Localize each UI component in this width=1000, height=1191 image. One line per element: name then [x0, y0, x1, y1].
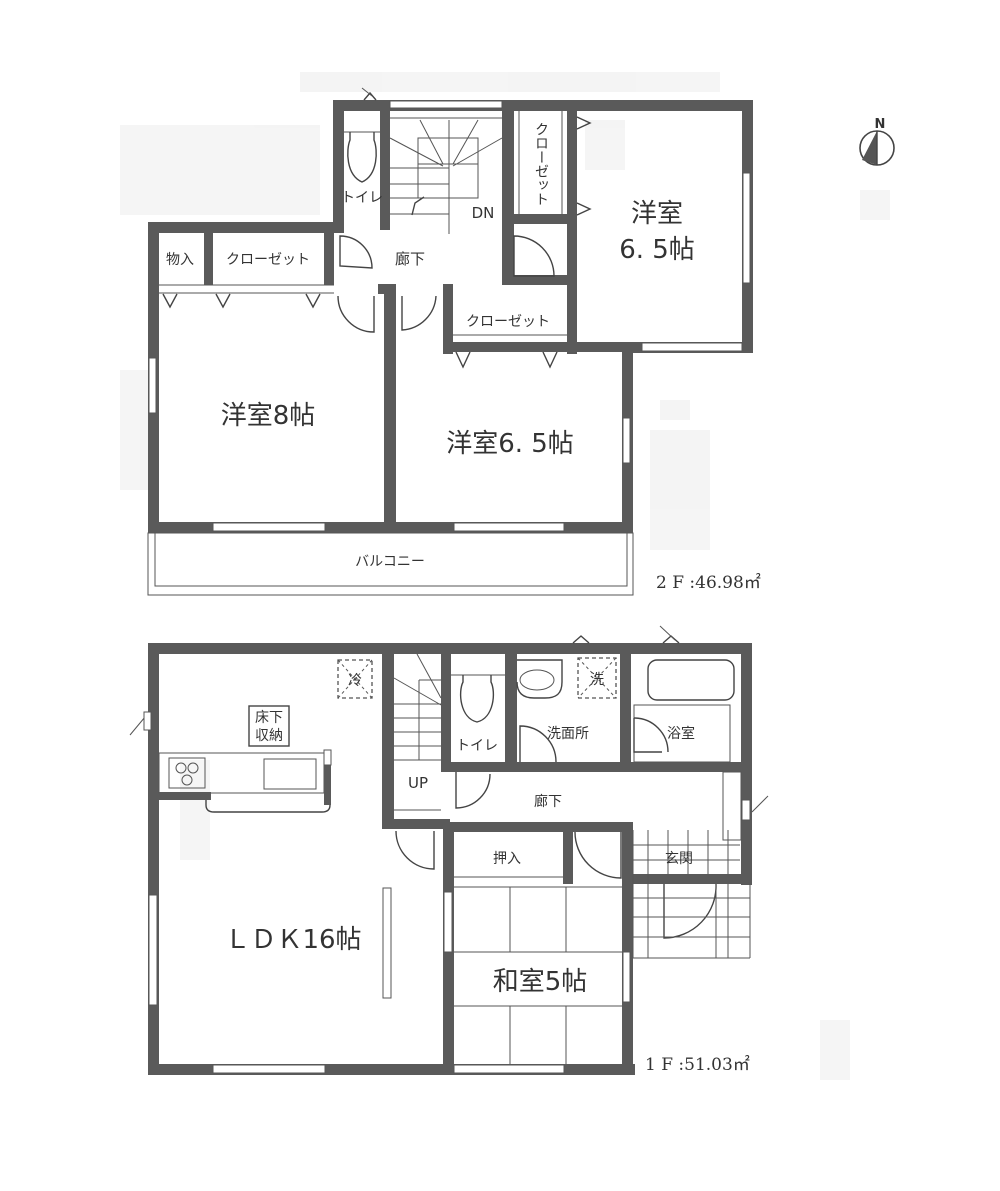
staircase-1f [393, 653, 442, 811]
room-label-japanese-room: 和室5帖 [493, 967, 588, 997]
room-label-balcony: バルコニー [355, 554, 425, 570]
floor-area-2f: 2 F :46.98㎡ [656, 573, 761, 593]
floor-area-1f: 1 F :51.03㎡ [645, 1055, 750, 1075]
room-label-bathroom: 浴室 [667, 725, 695, 742]
room-label-entrance: 玄関 [665, 850, 693, 867]
room-label-closet-west: クローゼット [226, 252, 310, 268]
room-label-closet-center: クローゼット [466, 314, 550, 330]
stairs-label-up: UP [408, 774, 428, 792]
staircase-2f [389, 107, 503, 234]
first-floor-plan [129, 625, 769, 1075]
room-label-western-65: 洋室6. 5帖 [446, 429, 574, 459]
compass-label: N [875, 117, 886, 132]
room-label-washroom: 洗面所 [547, 726, 589, 742]
room-label-toilet-2f: トイレ [341, 190, 383, 206]
room-label-storage: 物入 [166, 252, 194, 268]
stairs-label-down: DN [472, 204, 495, 222]
room-label-ldk: ＬＤＫ16帖 [224, 925, 361, 955]
fridge-space-label: 冷 [348, 673, 362, 689]
underfloor-storage-line2: 収納 [255, 728, 283, 744]
washer-space-label: 洗 [590, 672, 604, 688]
room-label-closet-oshiire: 押入 [493, 851, 521, 867]
tatami-layout [454, 876, 622, 1064]
room-label-closet-ne: クローゼット [533, 122, 549, 206]
north-compass-icon: N [859, 117, 895, 166]
room-label-western-ne-line2: 6. 5帖 [619, 235, 695, 265]
second-floor-plan [147, 87, 753, 596]
background-bleed-through [120, 72, 890, 1080]
room-label-western-8: 洋室8帖 [221, 401, 316, 431]
underfloor-storage-line1: 床下 [255, 710, 283, 726]
room-label-hallway-2f: 廊下 [395, 250, 425, 268]
room-label-western-ne-line1: 洋室 [631, 199, 683, 229]
entrance-tile-grid [632, 771, 751, 959]
room-label-toilet-1f: トイレ [456, 738, 498, 754]
kitchen-counter [158, 749, 332, 813]
room-label-hallway-1f: 廊下 [534, 793, 562, 810]
